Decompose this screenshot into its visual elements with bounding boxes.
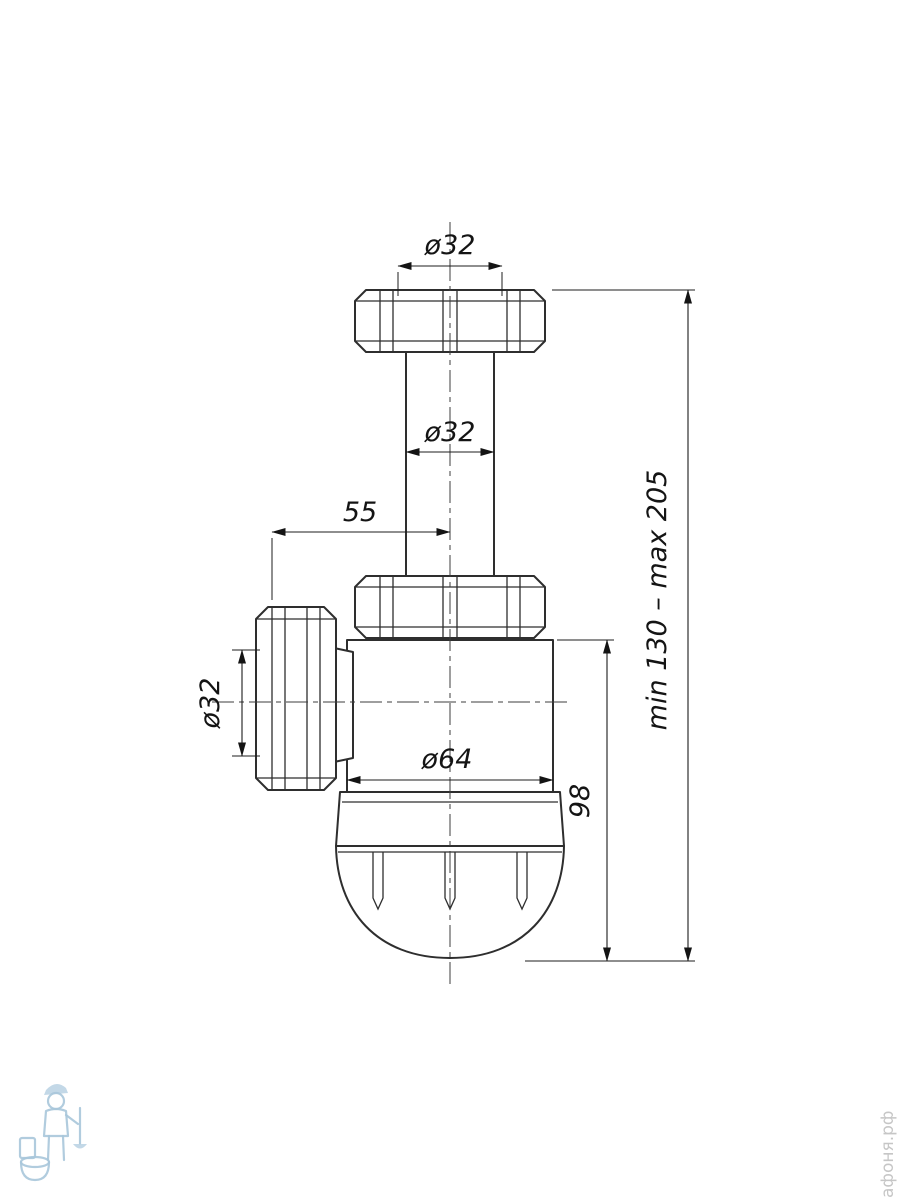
dimension-height-range: min 130 – max 205: [525, 289, 695, 962]
dimension-label-body-diameter: ø64: [421, 744, 473, 775]
dimension-label-top-diameter: ø32: [424, 230, 476, 261]
side-coupling-nut: [255, 606, 337, 791]
grip-prong: [516, 852, 528, 911]
dimension-label-inlet-offset: 55: [343, 497, 377, 528]
dimension-label-body-height: 98: [565, 784, 596, 818]
dimension-label-height-range: min 130 – max 205: [642, 470, 673, 731]
centerlines: [212, 222, 572, 985]
dimension-label-pipe-diameter: ø32: [424, 417, 476, 448]
dimension-pipe-diameter: ø32: [405, 417, 495, 457]
dimension-side-diameter: ø32: [195, 649, 260, 757]
dimension-label-side-diameter: ø32: [195, 678, 226, 730]
top-coupling-nut: [354, 289, 546, 353]
dimension-body-height: 98: [557, 639, 614, 962]
dimension-top-diameter: ø32: [397, 230, 503, 296]
site-watermark-text: афоня.рф: [878, 1111, 898, 1198]
plumber-logo-icon: [18, 1083, 87, 1182]
dimension-inlet-offset: 55: [271, 497, 451, 600]
grip-prong: [372, 852, 384, 911]
dimension-body-diameter: ø64: [346, 744, 554, 785]
